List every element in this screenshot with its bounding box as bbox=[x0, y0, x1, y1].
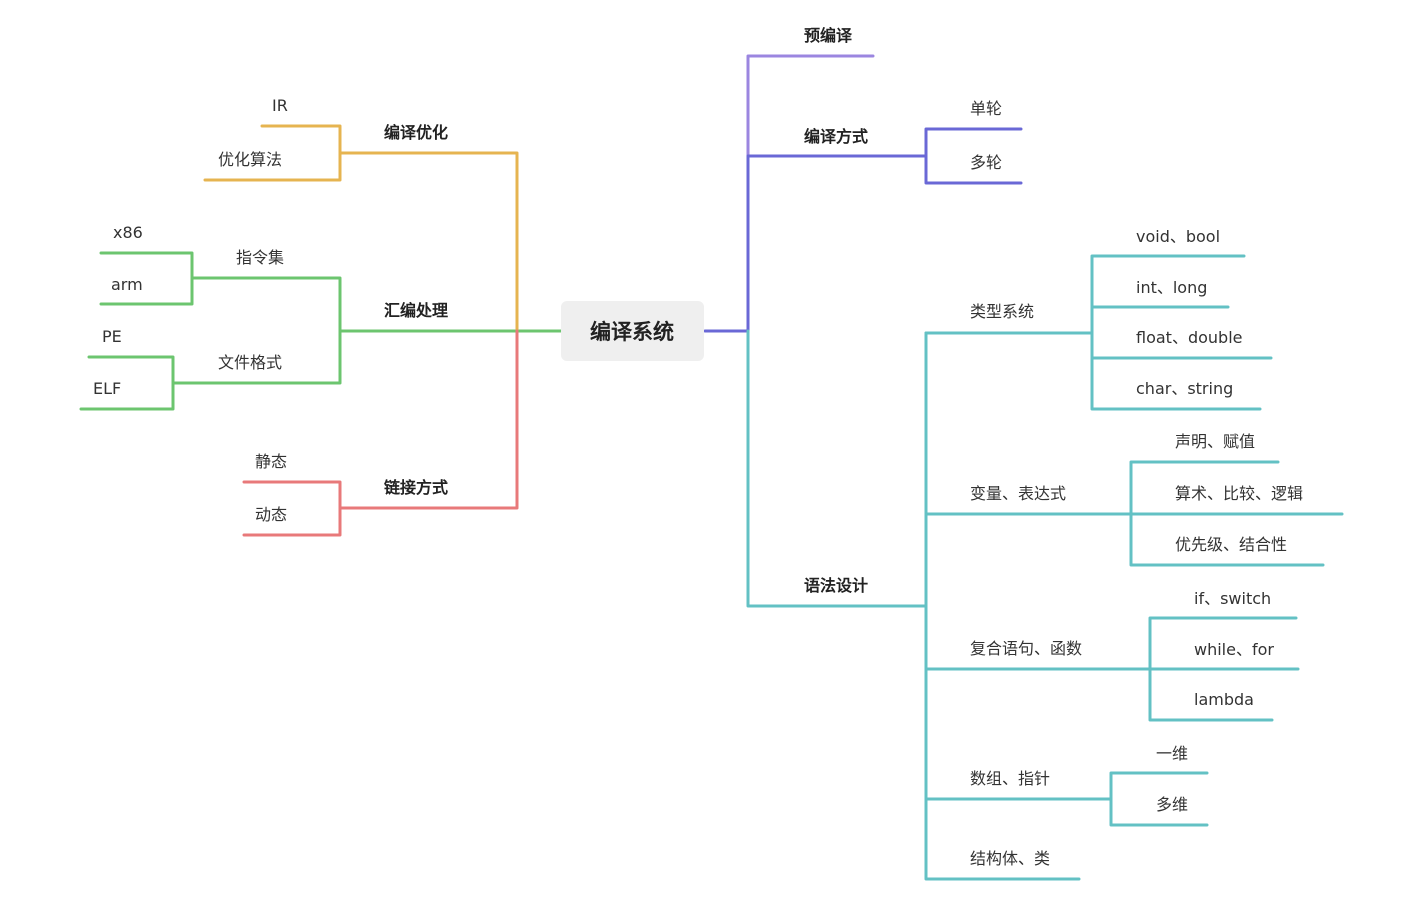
node-optimize-algo[interactable]: 优化算法 bbox=[218, 150, 282, 169]
connector-format-children bbox=[79, 355, 175, 411]
node-linking[interactable]: 链接方式 bbox=[384, 478, 448, 497]
node-arrays-1d[interactable]: 一维 bbox=[1156, 744, 1188, 763]
node-type-float-double[interactable]: float、double bbox=[1136, 328, 1242, 347]
node-compound-lambda[interactable]: lambda bbox=[1194, 690, 1254, 709]
node-type-int-long[interactable]: int、long bbox=[1136, 278, 1207, 297]
left-branches: 编译优化 IR 优化算法 汇编处理 指令集 x86 arm 文件格式 PE EL… bbox=[93, 96, 448, 524]
node-assembly[interactable]: 汇编处理 bbox=[384, 301, 448, 320]
node-optimize-ir[interactable]: IR bbox=[272, 96, 288, 115]
node-var-precedence[interactable]: 优先级、结合性 bbox=[1175, 535, 1287, 554]
node-format-pe[interactable]: PE bbox=[102, 327, 122, 346]
node-format-elf[interactable]: ELF bbox=[93, 379, 121, 398]
node-grammar[interactable]: 语法设计 bbox=[804, 576, 868, 595]
node-arrays[interactable]: 数组、指针 bbox=[970, 769, 1050, 788]
connector-grammar-spine bbox=[924, 331, 1081, 881]
node-isa[interactable]: 指令集 bbox=[236, 248, 284, 267]
root-node[interactable]: 编译系统 bbox=[561, 301, 704, 361]
node-structs[interactable]: 结构体、类 bbox=[970, 849, 1050, 868]
connector-variables-children bbox=[1129, 460, 1325, 567]
node-isa-arm[interactable]: arm bbox=[111, 275, 143, 294]
node-compound-while[interactable]: while、for bbox=[1194, 640, 1274, 659]
node-type-void-bool[interactable]: void、bool bbox=[1136, 227, 1220, 246]
connector-isa-children bbox=[99, 251, 194, 306]
node-compound-if[interactable]: if、switch bbox=[1194, 589, 1271, 608]
connector-mode bbox=[746, 154, 928, 333]
node-compound[interactable]: 复合语句、函数 bbox=[970, 639, 1082, 658]
node-linking-dynamic[interactable]: 动态 bbox=[255, 505, 287, 524]
node-mode-multi[interactable]: 多轮 bbox=[970, 153, 1002, 172]
connector-linking-children bbox=[242, 480, 342, 537]
node-type-system[interactable]: 类型系统 bbox=[970, 302, 1034, 321]
node-mode[interactable]: 编译方式 bbox=[804, 127, 868, 146]
node-mode-single[interactable]: 单轮 bbox=[970, 99, 1002, 118]
connector-arrays-children bbox=[1109, 771, 1209, 827]
node-linking-static[interactable]: 静态 bbox=[255, 452, 287, 471]
node-format[interactable]: 文件格式 bbox=[218, 353, 282, 372]
node-type-char-string[interactable]: char、string bbox=[1136, 379, 1233, 398]
node-isa-x86[interactable]: x86 bbox=[113, 223, 143, 242]
right-branches: 预编译 编译方式 单轮 多轮 语法设计 类型系统 void、bool int、l… bbox=[804, 26, 1303, 868]
connectors bbox=[79, 54, 1344, 881]
node-optimize[interactable]: 编译优化 bbox=[384, 123, 448, 142]
root-node-label: 编译系统 bbox=[590, 320, 674, 344]
connector-precompile bbox=[746, 54, 875, 333]
node-precompile[interactable]: 预编译 bbox=[804, 26, 853, 45]
connector-mode-children bbox=[924, 127, 1023, 185]
node-var-ops[interactable]: 算术、比较、逻辑 bbox=[1175, 484, 1303, 503]
node-arrays-nd[interactable]: 多维 bbox=[1156, 795, 1188, 814]
connector-assembly-children bbox=[171, 276, 342, 385]
node-variables[interactable]: 变量、表达式 bbox=[970, 484, 1066, 503]
node-var-declare[interactable]: 声明、赋值 bbox=[1175, 432, 1255, 451]
connector-compound-children bbox=[1148, 616, 1298, 722]
connector-type-children bbox=[1090, 254, 1273, 411]
connector-optimize-children bbox=[203, 124, 342, 182]
connector-linking bbox=[338, 329, 519, 510]
connector-optimize bbox=[338, 151, 519, 333]
connector-grammar bbox=[746, 329, 928, 608]
root-node-box bbox=[561, 301, 704, 361]
